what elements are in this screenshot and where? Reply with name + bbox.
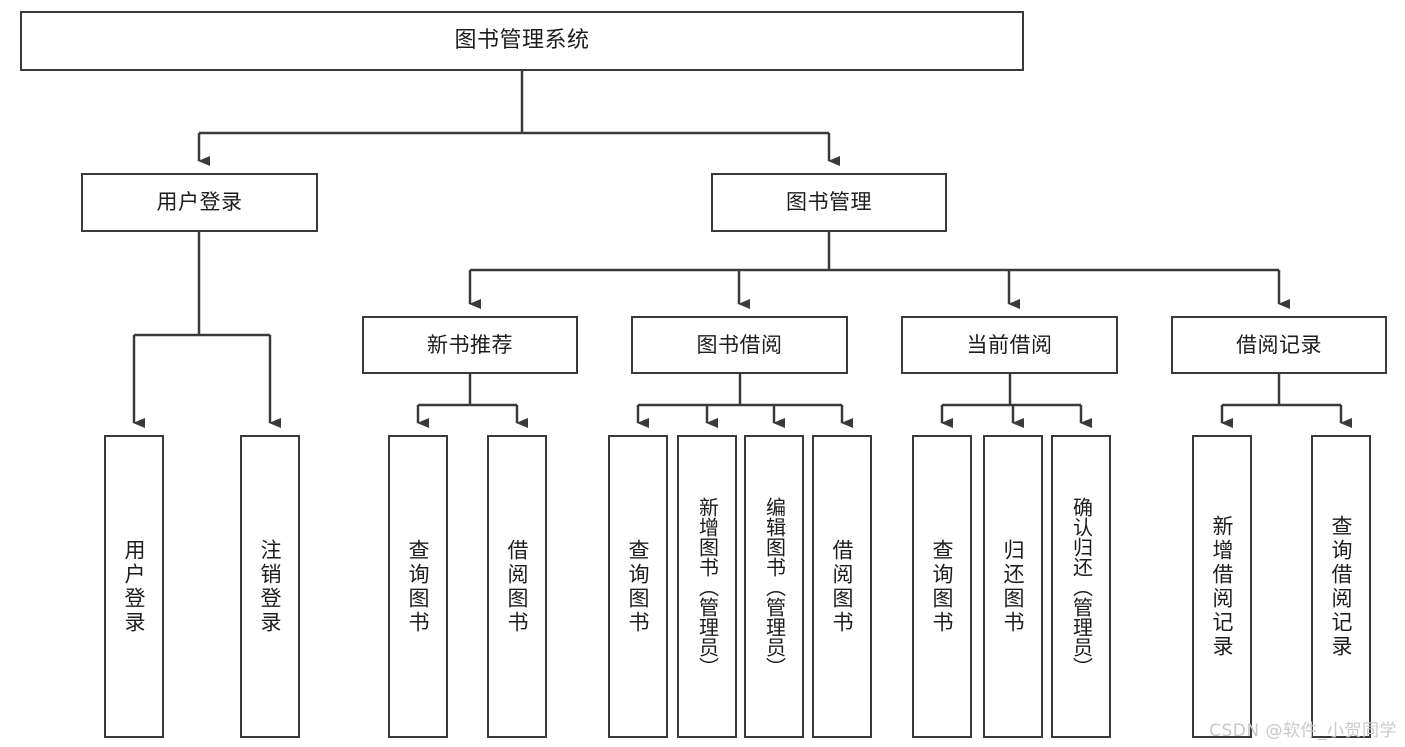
node-leaf-user-logout[interactable]: 注销登录 — [240, 435, 300, 738]
node-label: 借阅图书 — [505, 538, 530, 635]
node-label: 归还图书 — [1001, 538, 1026, 635]
node-label: 新增借阅记录 — [1210, 514, 1235, 659]
node-leaf-query-book-2[interactable]: 查询图书 — [608, 435, 668, 738]
node-leaf-query-record[interactable]: 查询借阅记录 — [1311, 435, 1371, 738]
node-label: 借阅记录 — [1236, 332, 1322, 357]
node-new-book-rec[interactable]: 新书推荐 — [362, 316, 578, 374]
node-label: 当前借阅 — [966, 332, 1053, 357]
node-leaf-add-record[interactable]: 新增借阅记录 — [1192, 435, 1252, 738]
node-book-manage[interactable]: 图书管理 — [711, 173, 947, 232]
node-label: 借阅图书 — [830, 538, 855, 635]
node-leaf-add-book[interactable]: 新增图书（管理员） — [677, 435, 737, 738]
node-label: 用户登录 — [122, 538, 147, 635]
node-leaf-borrow-book-2[interactable]: 借阅图书 — [812, 435, 872, 738]
node-label: 图书管理系统 — [454, 28, 590, 54]
watermark-text: CSDN @软件_小贺同学 — [1209, 721, 1397, 741]
node-user-login[interactable]: 用户登录 — [81, 173, 318, 232]
node-label: 注销登录 — [258, 538, 283, 635]
node-label: 图书借阅 — [696, 332, 783, 357]
node-leaf-return-book[interactable]: 归还图书 — [983, 435, 1043, 738]
node-borrow-record[interactable]: 借阅记录 — [1171, 316, 1387, 374]
node-leaf-confirm-return[interactable]: 确认归还（管理员） — [1051, 435, 1111, 738]
node-label: 用户登录 — [156, 190, 243, 215]
node-label: 新书推荐 — [427, 332, 513, 357]
node-label: 查询借阅记录 — [1329, 514, 1354, 659]
node-leaf-user-login[interactable]: 用户登录 — [104, 435, 164, 738]
node-book-borrow[interactable]: 图书借阅 — [631, 316, 848, 374]
node-leaf-borrow-book-1[interactable]: 借阅图书 — [487, 435, 547, 738]
node-leaf-query-book-3[interactable]: 查询图书 — [912, 435, 972, 738]
node-root[interactable]: 图书管理系统 — [20, 11, 1024, 71]
node-label: 查询图书 — [406, 538, 431, 635]
node-current-borrow[interactable]: 当前借阅 — [901, 316, 1118, 374]
node-label: 查询图书 — [930, 538, 955, 635]
node-label: 新增图书（管理员） — [695, 496, 720, 677]
node-label: 图书管理 — [786, 190, 872, 215]
node-label: 编辑图书（管理员） — [762, 496, 787, 677]
node-leaf-edit-book[interactable]: 编辑图书（管理员） — [744, 435, 804, 738]
node-label: 查询图书 — [626, 538, 651, 635]
node-label: 确认归还（管理员） — [1069, 496, 1094, 677]
node-leaf-query-book-1[interactable]: 查询图书 — [388, 435, 448, 738]
